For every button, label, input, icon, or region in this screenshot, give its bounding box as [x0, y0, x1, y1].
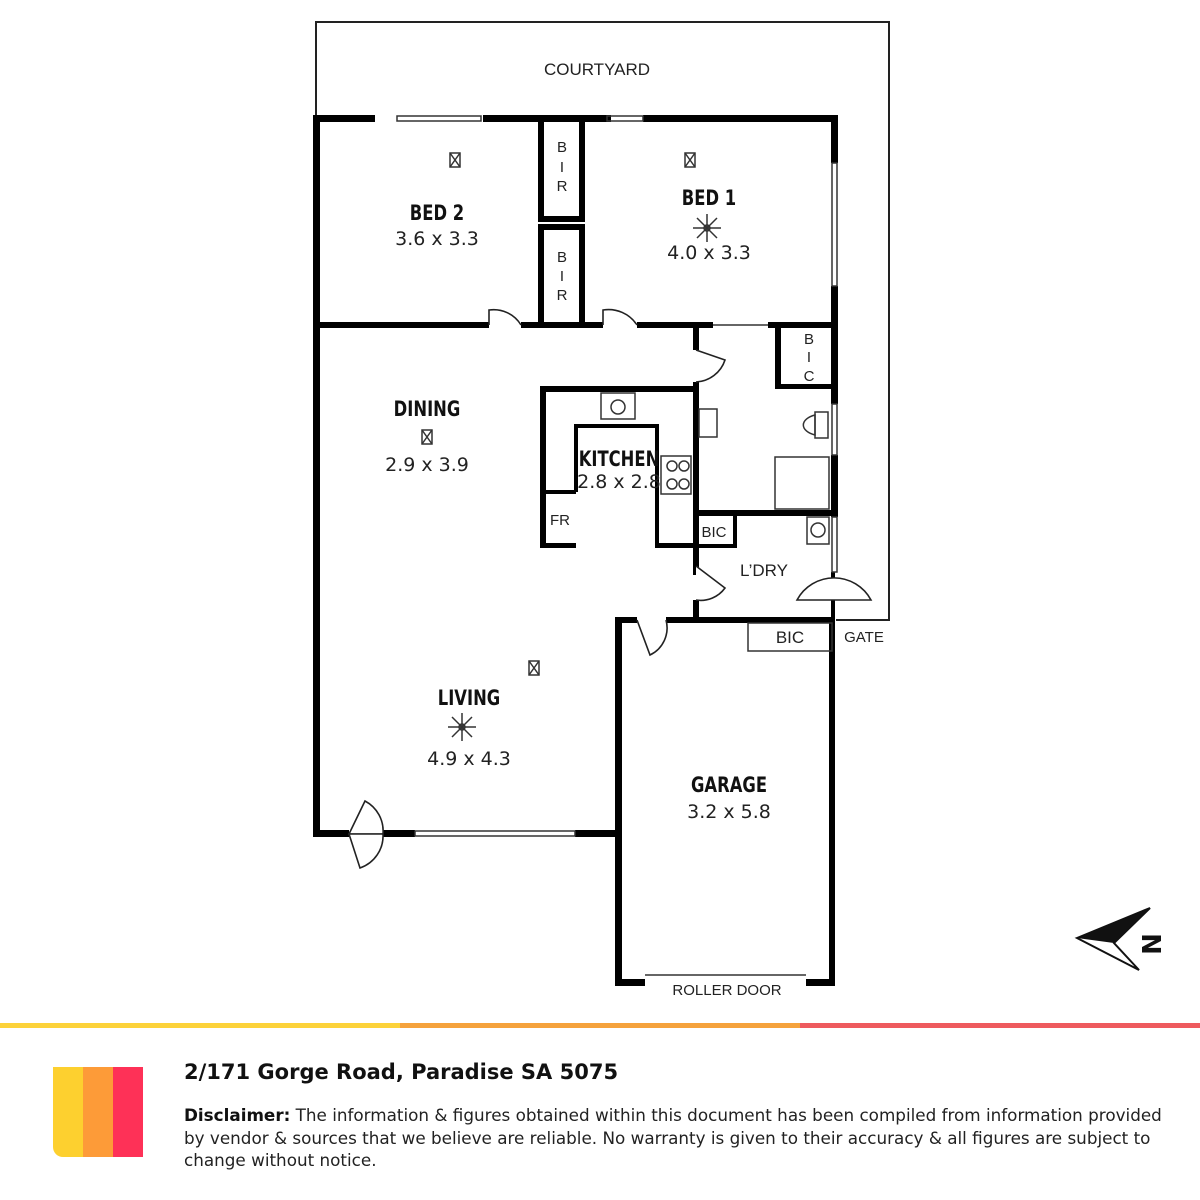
logo-stripe-orange — [83, 1067, 113, 1157]
brand-logo — [53, 1067, 143, 1157]
bic-bath-letter-c: C — [804, 368, 815, 385]
color-bar-orange — [400, 1023, 800, 1028]
room-dimensions-living: 4.9 x 4.3 — [427, 748, 511, 770]
gate-label: GATE — [844, 629, 884, 646]
bir-lower-letter-b: B — [557, 249, 567, 266]
room-name-bed2: BED 2 — [410, 202, 464, 225]
bic-laundry-label: BIC — [701, 524, 726, 541]
room-dimensions-garage: 3.2 x 5.8 — [687, 801, 771, 823]
windows — [396, 115, 838, 976]
bic-garage-label: BIC — [776, 628, 804, 647]
room-dimensions-kitchen: 2.8 x 2.8 — [577, 471, 661, 493]
bir-upper-letter-r: R — [557, 178, 568, 195]
bir-lower-letter-r: R — [557, 287, 568, 304]
room-name-dining: DINING — [394, 398, 461, 421]
roller-door-label: ROLLER DOOR — [672, 982, 781, 999]
compass-label: N — [1138, 933, 1168, 955]
color-bar-red — [800, 1023, 1200, 1028]
bir-upper-letter-b: B — [557, 139, 567, 156]
disclaimer: Disclaimer: The information & figures ob… — [184, 1104, 1179, 1172]
property-address: 2/171 Gorge Road, Paradise SA 5075 — [184, 1060, 619, 1084]
logo-stripe-yellow — [53, 1067, 83, 1157]
room-name-laundry: L’DRY — [740, 561, 788, 580]
footer-color-bar — [0, 1023, 1200, 1028]
courtyard-label: COURTYARD — [544, 60, 650, 79]
room-dimensions-dining: 2.9 x 3.9 — [385, 454, 469, 476]
room-name-kitchen: KITCHEN — [579, 448, 660, 471]
courtyard-boundary — [315, 21, 890, 621]
logo-stripe-red — [113, 1067, 143, 1157]
ceiling-fixtures — [421, 152, 721, 741]
bir-upper-letter-i: I — [560, 159, 564, 176]
room-name-garage: GARAGE — [691, 774, 767, 797]
room-dimensions-bed2: 3.6 x 3.3 — [395, 228, 479, 250]
fixtures — [600, 392, 833, 652]
room-dimensions-bed1: 4.0 x 3.3 — [667, 242, 751, 264]
room-name-bed1: BED 1 — [682, 187, 736, 210]
room-name-living: LIVING — [438, 687, 500, 710]
north-arrow-icon — [1074, 907, 1151, 971]
disclaimer-text: The information & figures obtained withi… — [184, 1105, 1162, 1170]
doors — [347, 308, 873, 870]
fridge-label: FR — [550, 512, 570, 529]
walls — [313, 115, 838, 986]
disclaimer-label: Disclaimer: — [184, 1105, 291, 1125]
floor-plan: N COURTYARD GATE ROLLER DOOR B I R B I R… — [313, 21, 1168, 999]
color-bar-yellow — [0, 1023, 400, 1028]
bir-lower-letter-i: I — [560, 268, 564, 285]
bic-bath-letter-b: B — [804, 331, 814, 348]
bic-bath-letter-i: I — [807, 349, 811, 366]
